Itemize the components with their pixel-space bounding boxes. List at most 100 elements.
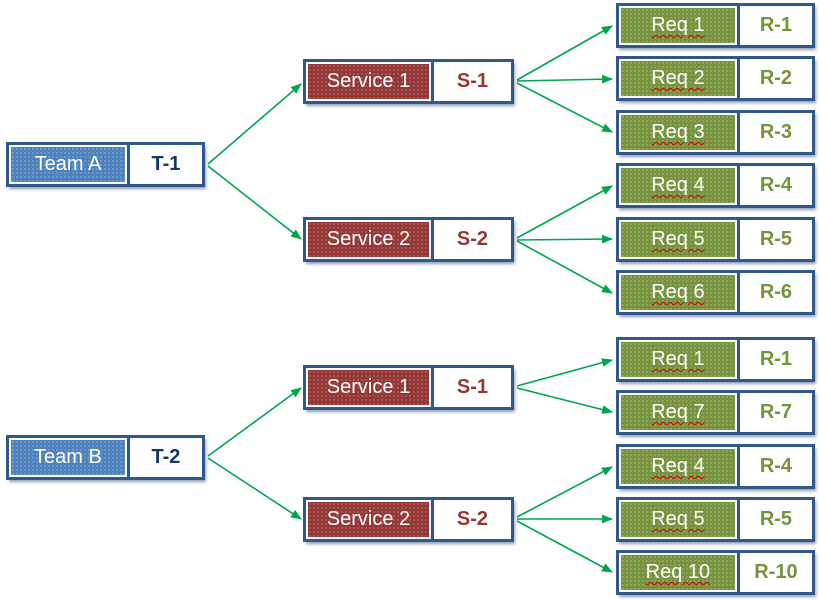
- node-id: T-1: [126, 145, 202, 184]
- arrow-service-1a-to-req-1a: [516, 25, 613, 81]
- node-service-1b: Service 1 S-1: [303, 365, 514, 410]
- arrow-service-1b-to-req-1b: [516, 358, 614, 387]
- node-label: Service 2: [308, 222, 429, 257]
- arrow-team-a-to-service-2a: [207, 165, 302, 240]
- node-service-2a: Service 2 S-2: [303, 217, 514, 262]
- node-id-text: R-5: [759, 508, 793, 530]
- node-team-b: Team B T-2: [6, 435, 205, 480]
- node-req-1b: Req 1 R-1: [616, 337, 815, 382]
- arrow-service-2b-to-req-10b: [516, 520, 613, 573]
- node-id-text: R-1: [759, 14, 793, 36]
- node-label-text: Req 10: [645, 561, 711, 583]
- node-label-text: Service 2: [326, 228, 411, 250]
- node-team-a: Team A T-1: [6, 142, 205, 187]
- node-id: S-2: [430, 220, 511, 259]
- node-label-text: Service 1: [326, 70, 411, 92]
- node-id: R-1: [736, 6, 812, 45]
- node-label-text: Req 5: [651, 228, 705, 250]
- arrow-service-2a-to-req-4a: [516, 185, 613, 239]
- node-id-text: T-1: [151, 153, 181, 175]
- node-label-text: Req 4: [651, 174, 705, 196]
- node-id: R-2: [736, 59, 812, 98]
- node-label-text: Req 1: [651, 14, 705, 36]
- node-label: Req 6: [621, 275, 735, 310]
- node-id: S-1: [430, 62, 511, 101]
- arrow-service-1b-to-req-7b: [516, 387, 614, 414]
- node-label: Req 5: [621, 222, 735, 257]
- arrow-team-b-to-service-1b: [207, 387, 302, 457]
- node-label: Team A: [11, 147, 125, 182]
- node-id-text: R-5: [759, 228, 793, 250]
- node-label-text: Team B: [34, 446, 102, 468]
- node-req-5a: Req 5 R-5: [616, 217, 815, 262]
- node-id-text: R-2: [759, 67, 793, 89]
- node-label-text: Req 7: [651, 401, 705, 423]
- node-label-text: Req 5: [651, 508, 705, 530]
- node-label-text: Req 2: [651, 67, 705, 89]
- node-label-text: Req 4: [651, 455, 705, 477]
- arrow-service-1a-to-req-2a: [516, 74, 614, 84]
- node-label-text: Req 6: [651, 281, 705, 303]
- node-id-text: R-4: [759, 455, 793, 477]
- node-id: R-7: [736, 393, 812, 432]
- arrow-team-b-to-service-2b: [207, 457, 302, 520]
- node-req-7b: Req 7 R-7: [616, 390, 815, 435]
- node-id-text: T-2: [151, 446, 181, 468]
- node-label: Req 4: [621, 449, 735, 484]
- node-label-text: Team A: [34, 153, 102, 175]
- node-label: Req 1: [621, 8, 735, 43]
- node-label: Service 2: [308, 502, 429, 537]
- arrow-team-a-to-service-1a: [207, 83, 302, 165]
- node-id: R-3: [736, 113, 812, 152]
- node-id-text: R-4: [759, 174, 793, 196]
- node-label: Service 1: [308, 370, 429, 405]
- node-id: R-4: [736, 166, 812, 205]
- node-service-1a: Service 1 S-1: [303, 59, 514, 104]
- node-id-text: S-1: [456, 376, 489, 398]
- node-req-1a: Req 1 R-1: [616, 3, 815, 48]
- arrow-service-1a-to-req-3a: [516, 82, 613, 133]
- arrow-service-2a-to-req-5a: [516, 234, 614, 244]
- node-id: R-5: [736, 220, 812, 259]
- node-id-text: R-7: [759, 401, 793, 423]
- node-id-text: R-6: [759, 281, 793, 303]
- node-label: Req 4: [621, 168, 735, 203]
- node-req-6a: Req 6 R-6: [616, 270, 815, 315]
- node-id: R-4: [736, 447, 812, 486]
- node-req-4a: Req 4 R-4: [616, 163, 815, 208]
- node-id: R-10: [736, 553, 812, 592]
- node-id-text: R-3: [759, 121, 793, 143]
- node-label-text: Service 1: [326, 376, 411, 398]
- node-req-2a: Req 2 R-2: [616, 56, 815, 101]
- node-id: R-6: [736, 273, 812, 312]
- node-id-text: S-1: [456, 70, 489, 92]
- node-label: Req 5: [621, 502, 735, 537]
- node-id: R-1: [736, 340, 812, 379]
- node-service-2b: Service 2 S-2: [303, 497, 514, 542]
- node-id-text: R-1: [759, 348, 793, 370]
- node-req-10b: Req 10 R-10: [616, 550, 815, 595]
- node-req-3a: Req 3 R-3: [616, 110, 815, 155]
- node-req-5b: Req 5 R-5: [616, 497, 815, 542]
- node-id: S-1: [430, 368, 511, 407]
- node-id: S-2: [430, 500, 511, 539]
- node-req-4b: Req 4 R-4: [616, 444, 815, 489]
- node-label: Req 3: [621, 115, 735, 150]
- arrow-service-2a-to-req-6a: [516, 240, 613, 294]
- node-id-text: R-10: [754, 561, 798, 583]
- node-id: T-2: [126, 438, 202, 477]
- node-label: Service 1: [308, 64, 429, 99]
- node-label: Req 7: [621, 395, 735, 430]
- node-id: R-5: [736, 500, 812, 539]
- node-id-text: S-2: [456, 228, 489, 250]
- node-label-text: Req 1: [651, 348, 705, 370]
- node-label-text: Service 2: [326, 508, 411, 530]
- arrow-service-2b-to-req-4b: [516, 466, 613, 518]
- node-label: Team B: [11, 440, 125, 475]
- node-label-text: Req 3: [651, 121, 705, 143]
- node-label: Req 2: [621, 61, 735, 96]
- node-label: Req 10: [621, 555, 735, 590]
- node-id-text: S-2: [456, 508, 489, 530]
